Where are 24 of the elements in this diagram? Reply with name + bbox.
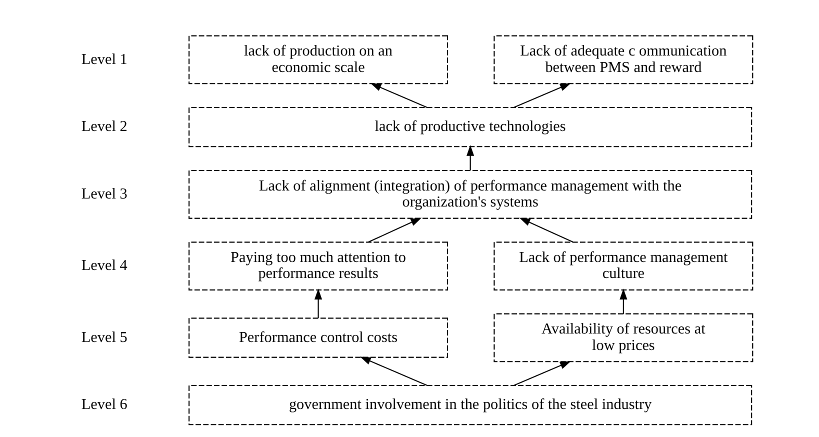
node-box: Paying too much attention to performance results	[188, 242, 448, 290]
node-box: government involvement in the politics of the steel industry	[188, 384, 752, 426]
node-box: Performance control costs	[188, 318, 448, 358]
label: Level 2	[81, 118, 128, 136]
arrow	[360, 356, 428, 386]
node-box: Lack of alignment (integration) of performance management with the organization's systems	[188, 170, 752, 219]
node-box: Availability of resources at low prices	[494, 313, 754, 362]
node-box: lack of production on an economic scale	[188, 35, 448, 84]
label: Level 4	[81, 257, 128, 274]
node-box: lack of productive technologies	[188, 106, 752, 148]
node-box: Lack of performance management culture	[494, 242, 754, 290]
arrow	[514, 83, 571, 108]
node-box: Lack of adequate c ommunication between PMS and reward	[494, 35, 754, 84]
label: Level 3	[81, 185, 128, 202]
arrow	[514, 361, 571, 386]
arrow	[466, 145, 474, 170]
label: Level 5	[81, 328, 128, 346]
arrow	[620, 288, 628, 314]
arrow	[314, 288, 322, 318]
label: Level 6	[81, 396, 128, 414]
label: Level 1	[81, 50, 128, 68]
arrow	[519, 218, 574, 243]
arrow	[368, 218, 422, 243]
arrow	[370, 83, 428, 108]
